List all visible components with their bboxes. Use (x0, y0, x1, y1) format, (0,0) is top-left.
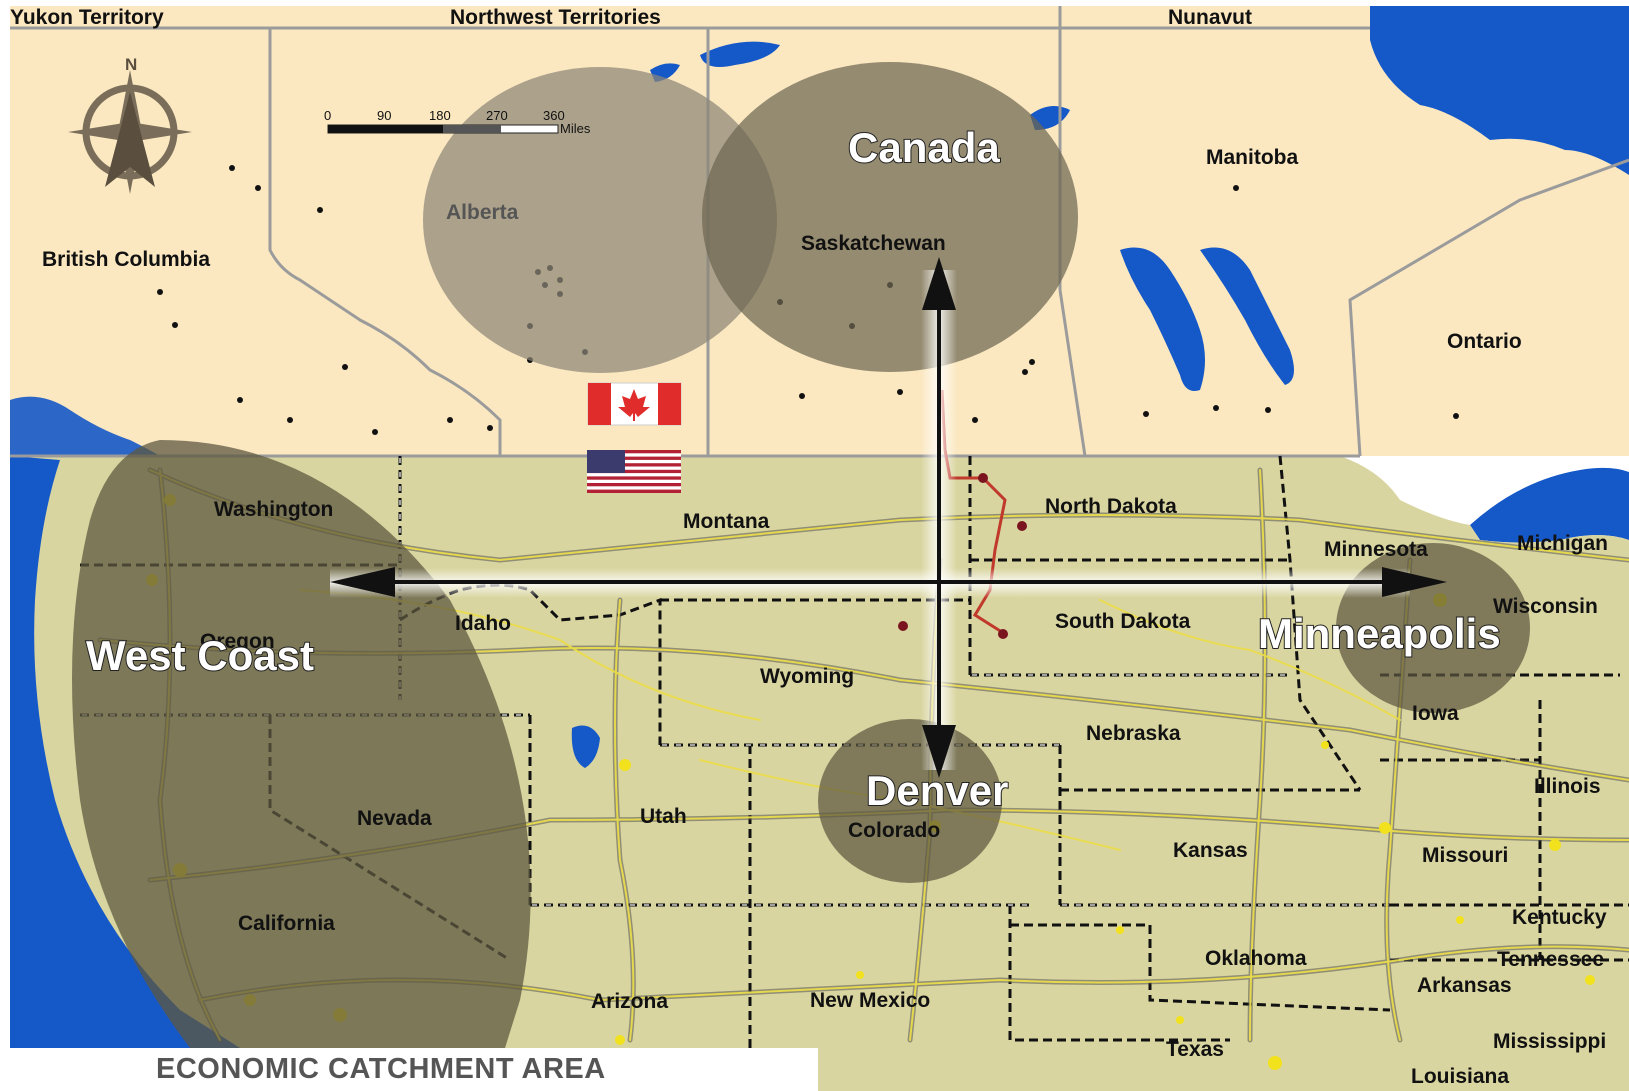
label-oklahoma: Oklahoma (1205, 947, 1307, 970)
label-louisiana: Louisiana (1411, 1065, 1509, 1088)
hub-minneapolis: Minneapolis (1258, 610, 1501, 657)
label-manitoba: Manitoba (1206, 146, 1298, 169)
label-illinois: Illinois (1534, 775, 1601, 798)
scale-tick-0: 0 (324, 108, 331, 123)
great-slave-lake (700, 41, 780, 68)
label-south-dakota: South Dakota (1055, 610, 1191, 633)
label-northwest-territories: Northwest Territories (450, 6, 661, 29)
label-wisconsin: Wisconsin (1493, 595, 1598, 618)
manitoba-lakes (1120, 247, 1294, 391)
alberta-catchment (423, 67, 777, 373)
hub-labels: Canada West Coast Minneapolis Denver (85, 123, 1502, 815)
scale-tick-270: 270 (486, 108, 508, 123)
label-colorado: Colorado (848, 819, 940, 842)
hudson-bay-water (1370, 6, 1629, 175)
label-alberta: Alberta (446, 201, 519, 224)
footer-title: ECONOMIC CATCHMENT AREA (156, 1053, 606, 1085)
label-saskatchewan: Saskatchewan (801, 232, 946, 255)
label-nunavut: Nunavut (1168, 6, 1252, 29)
footer-banner (0, 1048, 818, 1091)
label-ontario: Ontario (1447, 330, 1522, 353)
label-montana: Montana (683, 510, 770, 533)
label-oregon: Oregon (200, 630, 275, 653)
label-washington: Washington (214, 498, 333, 521)
label-british-columbia: British Columbia (42, 248, 210, 271)
label-north-dakota: North Dakota (1045, 495, 1177, 518)
label-arkansas: Arkansas (1417, 974, 1512, 997)
scale-bar: 0 90 180 270 360 Miles (324, 108, 591, 136)
direction-arrows (330, 257, 1447, 778)
canada-flag-icon (587, 382, 682, 426)
label-texas: Texas (1166, 1038, 1224, 1061)
bc-coast-water (10, 396, 160, 456)
canada-region-labels: Yukon Territory Northwest Territories Nu… (10, 6, 1522, 353)
scale-unit: Miles (560, 121, 591, 136)
label-minnesota: Minnesota (1324, 538, 1428, 561)
hub-west-coast: West Coast (86, 632, 314, 679)
scale-tick-90: 90 (377, 108, 391, 123)
scale-tick-180: 180 (429, 108, 451, 123)
compass-north-letter: N (125, 55, 137, 74)
label-wyoming: Wyoming (760, 665, 854, 688)
label-kentucky: Kentucky (1512, 906, 1607, 929)
label-michigan: Michigan (1517, 532, 1608, 555)
pacific-water (10, 456, 240, 1048)
compass-rose-icon: N (68, 55, 192, 194)
catchment-areas (72, 62, 1530, 1048)
label-nevada: Nevada (357, 807, 432, 830)
label-nebraska: Nebraska (1086, 722, 1181, 745)
hub-canada: Canada (848, 124, 1000, 171)
great-salt-lake (571, 725, 600, 768)
usa-flag-icon (587, 450, 681, 493)
hub-denver: Denver (866, 767, 1008, 814)
label-idaho: Idaho (455, 612, 511, 635)
lake-superior-water (1470, 467, 1629, 543)
label-tennessee: Tennessee (1497, 948, 1604, 971)
label-arizona: Arizona (591, 990, 668, 1013)
label-new-mexico: New Mexico (810, 989, 930, 1012)
scale-tick-360: 360 (543, 108, 565, 123)
us-state-labels: Washington Oregon Idaho Montana North Da… (200, 495, 1608, 1088)
label-kansas: Kansas (1173, 839, 1248, 862)
label-missouri: Missouri (1422, 844, 1508, 867)
pipeline-nodes (898, 473, 1027, 639)
label-california: California (238, 912, 335, 935)
label-iowa: Iowa (1412, 702, 1459, 725)
arrow-icon (330, 257, 1447, 778)
label-yukon: Yukon Territory (10, 6, 164, 29)
label-utah: Utah (640, 805, 687, 828)
canada-catchment (702, 62, 1078, 372)
label-mississippi: Mississippi (1493, 1030, 1606, 1053)
